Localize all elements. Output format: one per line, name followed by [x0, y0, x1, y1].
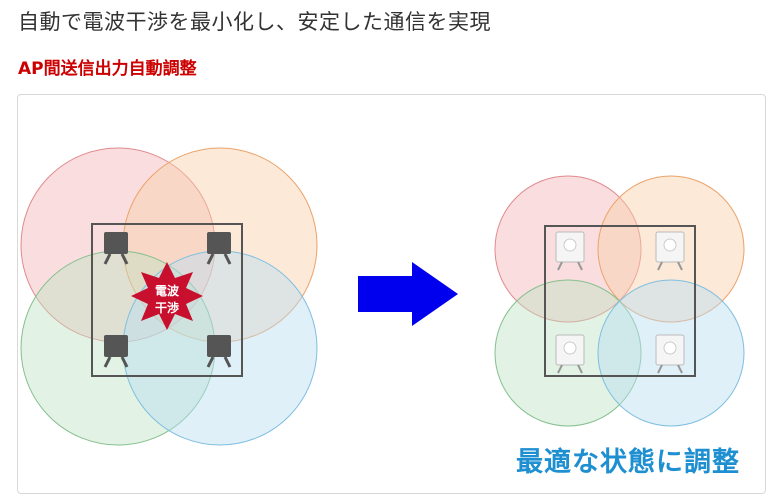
result-label: 最適な状態に調整 [516, 447, 740, 478]
right-arrow-icon [358, 262, 458, 326]
access-point-icon [206, 232, 232, 265]
section-subtitle: AP間送信出力自動調整 [18, 59, 197, 79]
burst-label-line1: 電波 [155, 283, 180, 298]
access-point-icon [103, 232, 129, 265]
access-point-icon [206, 335, 232, 368]
room-outline-before [91, 223, 243, 377]
access-point-device-icon [555, 334, 585, 374]
access-point-device-icon [655, 334, 685, 374]
burst-label-line2: 干渉 [155, 300, 179, 315]
access-point-device-icon [655, 231, 685, 271]
page-title: 自動で電波干渉を最小化し、安定した通信を実現 [18, 10, 491, 34]
room-outline-after [544, 225, 696, 377]
after-coverage [494, 175, 745, 427]
access-point-icon [103, 335, 129, 368]
access-point-device-icon [555, 231, 585, 271]
diagram-panel [17, 94, 766, 494]
interference-burst-icon: 電波 干渉 [131, 262, 203, 330]
